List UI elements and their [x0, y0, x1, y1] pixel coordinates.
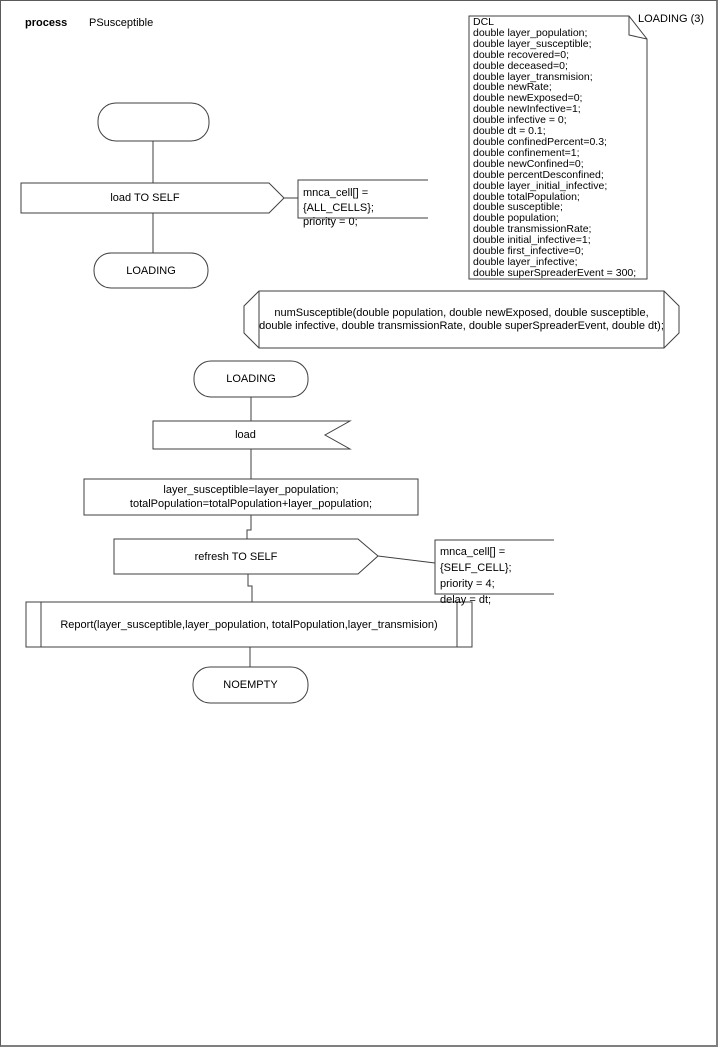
- procedure-call-symbol[interactable]: [26, 602, 472, 647]
- task-assign-symbol[interactable]: [84, 479, 418, 515]
- connector-output-to-proccall: [248, 574, 252, 602]
- state-loading-next-symbol[interactable]: [94, 253, 208, 288]
- connector-task-to-output: [247, 515, 251, 539]
- connector-output-to-comment2: [378, 556, 435, 563]
- process-name: PSusceptible: [89, 17, 154, 29]
- input-load-symbol[interactable]: [153, 421, 350, 449]
- dcl-text-symbol[interactable]: [469, 16, 647, 279]
- procedure-decl-symbol[interactable]: [244, 291, 679, 348]
- dcl-declarations-text: DCL double layer_population; double laye…: [473, 16, 637, 279]
- comment-refresh-bracket[interactable]: [435, 540, 554, 594]
- state-loading-symbol[interactable]: [194, 361, 308, 397]
- process-kind-label: process: [25, 17, 68, 29]
- state-noempty-symbol[interactable]: [193, 667, 308, 703]
- comment-load-bracket[interactable]: [298, 180, 428, 218]
- output-refresh-symbol[interactable]: [114, 539, 378, 574]
- page-label: LOADING (3): [638, 13, 705, 25]
- start-state-symbol[interactable]: [98, 103, 209, 141]
- dcl-fold-icon: [629, 16, 647, 39]
- output-load-symbol[interactable]: [21, 183, 284, 213]
